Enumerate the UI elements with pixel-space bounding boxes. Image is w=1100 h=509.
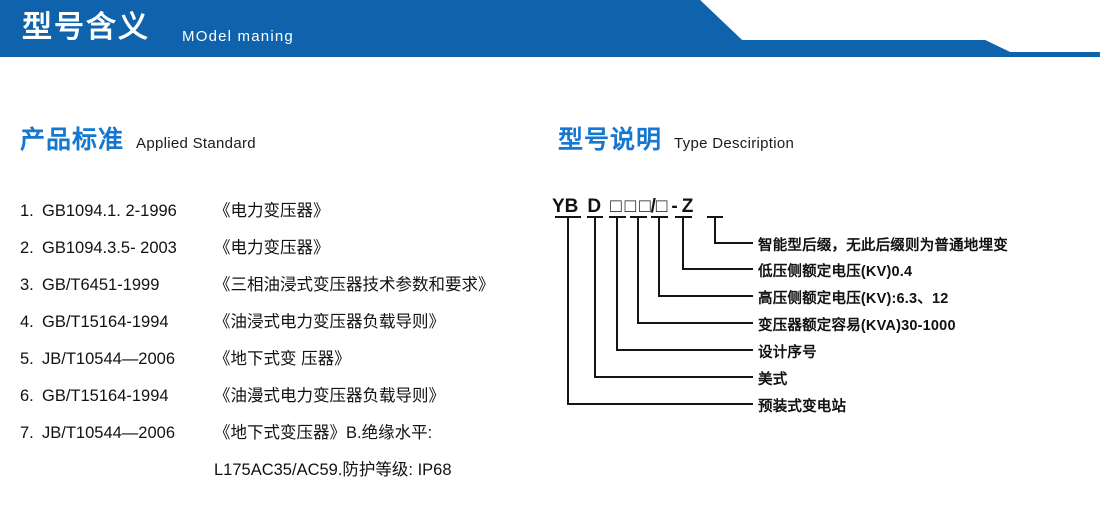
model-code-part-box1: □ bbox=[610, 196, 622, 217]
section-title-en-type: Type Desciription bbox=[674, 135, 795, 152]
list-item: 6. GB/T15164-1994 《油漫式电力变压器负载导则》 bbox=[20, 378, 550, 415]
model-code-part-box2: □ bbox=[624, 196, 637, 217]
bracket-capacity bbox=[637, 216, 753, 324]
standard-code: GB/T6451-1999 bbox=[42, 276, 160, 294]
section-title-cn-type: 型号说明 bbox=[558, 126, 663, 154]
leader-lines bbox=[555, 216, 753, 405]
standard-index: 1. bbox=[20, 202, 34, 220]
type-label-prefab-substation: 预装式变电站 bbox=[758, 399, 847, 415]
standard-code: JB/T10544—2006 bbox=[42, 424, 176, 442]
type-label-design-serial: 设计序号 bbox=[758, 345, 817, 361]
standard-code: JB/T10544—2006 bbox=[42, 350, 176, 368]
model-code-part-box4: □ bbox=[655, 196, 668, 217]
banner-shape bbox=[0, 0, 1100, 57]
banner-title: 型号含义 bbox=[22, 11, 150, 44]
section-heading-standards: 产品标准 Applied Standard bbox=[20, 120, 256, 156]
banner-subtitle: MOdel maning bbox=[182, 28, 294, 45]
bracket-lv-voltage bbox=[682, 216, 753, 270]
model-code-part-z: Z bbox=[681, 196, 694, 217]
bracket-smart-suffix bbox=[714, 216, 753, 244]
model-code-part-yb: YB bbox=[552, 196, 579, 217]
standard-index: 3. bbox=[20, 276, 34, 294]
bracket-design-serial bbox=[616, 216, 753, 351]
standard-index: 2. bbox=[20, 239, 34, 257]
section-heading-type: 型号说明 Type Desciription bbox=[558, 120, 794, 156]
standard-name: 《电力变压器》 bbox=[214, 239, 330, 257]
standard-index: 6. bbox=[20, 387, 34, 405]
standards-list: 1. GB1094.1. 2-1996 《电力变压器》 2. GB1094.3.5- … bbox=[20, 193, 550, 489]
bracket-american-style bbox=[594, 216, 753, 378]
standard-code: GB1094.3.5- 2003 bbox=[42, 239, 177, 257]
standard-name: 《油漫式电力变压器负载导则》 bbox=[214, 387, 445, 405]
list-item: 2. GB1094.3.5- 2003 《电力变压器》 bbox=[20, 230, 550, 267]
bracket-hv-voltage bbox=[658, 216, 753, 297]
section-title-cn-standards: 产品标准 bbox=[20, 126, 125, 154]
standard-index: 4. bbox=[20, 313, 34, 331]
type-label-lv-voltage: 低压侧额定电压(KV)0.4 bbox=[758, 264, 913, 280]
standard-code: GB/T15164-1994 bbox=[42, 313, 169, 331]
type-label-american-style: 美式 bbox=[758, 372, 788, 388]
bracket-prefab-substation bbox=[567, 216, 753, 405]
list-item: 3. GB/T6451-1999 《三相油浸式变压器技术参数和要求》 bbox=[20, 267, 550, 304]
type-label-capacity: 变压器额定容易(KVA)30-1000 bbox=[758, 318, 956, 334]
standard-index: 5. bbox=[20, 350, 34, 368]
type-label-smart-suffix: 智能型后缀，无此后缀则为普通地埋变 bbox=[758, 238, 1008, 254]
page-banner: 型号含义 MOdel maning bbox=[0, 0, 1100, 57]
standard-continuation: L175AC35/AC59.防护等级: IP68 bbox=[214, 461, 452, 479]
banner-fill-2 bbox=[0, 0, 1100, 54]
section-title-en-standards: Applied Standard bbox=[136, 135, 256, 152]
standard-code: GB1094.1. 2-1996 bbox=[42, 202, 177, 220]
standard-name: 《地下式变 压器》 bbox=[214, 350, 351, 368]
type-label-hv-voltage: 高压侧额定电压(KV):6.3、12 bbox=[758, 291, 949, 307]
standard-name: 《油浸式电力变压器负载导则》 bbox=[214, 313, 445, 331]
model-code-part-slash: / bbox=[650, 196, 656, 217]
model-code-part-d: D bbox=[587, 196, 602, 217]
list-item: 1. GB1094.1. 2-1996 《电力变压器》 bbox=[20, 193, 550, 230]
standard-index: 7. bbox=[20, 424, 34, 442]
list-item: 5. JB/T10544—2006 《地下式变 压器》 bbox=[20, 341, 550, 378]
standard-name: 《地下式变压器》B.绝缘水平: bbox=[214, 424, 433, 442]
model-code-part-dash: - bbox=[671, 196, 678, 217]
model-code-part-box3: □ bbox=[639, 196, 651, 217]
standard-name: 《电力变压器》 bbox=[214, 202, 330, 220]
list-item: 4. GB/T15164-1994 《油浸式电力变压器负载导则》 bbox=[20, 304, 550, 341]
standard-code: GB/T15164-1994 bbox=[42, 387, 169, 405]
list-item: 7. JB/T10544—2006 《地下式变压器》B.绝缘水平: bbox=[20, 415, 550, 452]
standard-name: 《三相油浸式变压器技术参数和要求》 bbox=[214, 276, 495, 294]
